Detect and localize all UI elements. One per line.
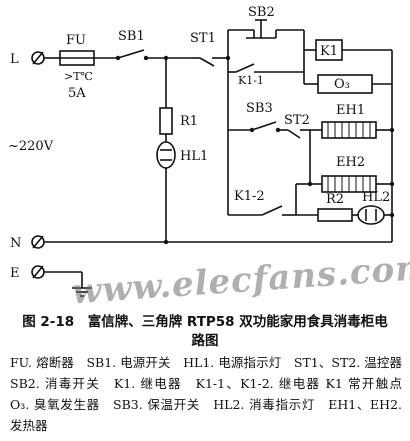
lamp-hl2 xyxy=(357,205,385,225)
resistor-r2 xyxy=(317,208,353,222)
terminal-l xyxy=(31,51,45,65)
contact-k1-2 xyxy=(261,205,296,216)
switch-sb1 xyxy=(115,49,149,61)
label-k1: K1 xyxy=(320,44,338,59)
label-fuse-current: 5A xyxy=(68,86,86,101)
label-voltage: ~220V xyxy=(8,139,54,154)
label-ozone: O₃ xyxy=(334,77,350,92)
label-sb2: SB2 xyxy=(248,5,275,20)
contact-k1-1 xyxy=(235,63,304,73)
thermostat-st1 xyxy=(190,57,224,67)
label-sb1: SB1 xyxy=(118,29,145,44)
label-st2: ST2 xyxy=(284,113,310,128)
heater-eh2 xyxy=(321,175,377,193)
label-n: N xyxy=(10,236,21,251)
label-fuse-rating: >T℃ xyxy=(64,70,93,83)
circuit-diagram: L N E ~220V FU >T℃ 5A SB1 R1 HL1 ST1 xyxy=(8,5,395,297)
label-hl2: HL2 xyxy=(362,190,390,205)
label-r1: R1 xyxy=(180,114,198,129)
label-e: E xyxy=(10,266,20,281)
ground-symbol xyxy=(72,287,92,297)
label-k1-2: K1-2 xyxy=(234,189,265,204)
lamp-hl1 xyxy=(156,141,176,169)
label-fuse: FU xyxy=(66,33,86,48)
switch-sb3 xyxy=(249,121,281,133)
label-eh1: EH1 xyxy=(336,103,365,118)
switch-sb2 xyxy=(246,19,277,39)
caption: 图 2-18 富信牌、三角牌 RTP58 双功能家用食具消毒柜电路图 xyxy=(0,313,410,351)
thermostat-st2 xyxy=(287,129,310,139)
label-l: L xyxy=(10,52,19,67)
label-r2: R2 xyxy=(326,192,344,207)
label-st1: ST1 xyxy=(190,31,216,46)
legend-text: FU. 熔断器 SB1. 电源开关 HL1. 电源指示灯 ST1、ST2. 温控… xyxy=(10,355,410,433)
terminal-e xyxy=(31,265,45,279)
label-eh2: EH2 xyxy=(336,155,365,170)
label-k1-1: K1-1 xyxy=(238,74,264,87)
heater-eh1 xyxy=(321,121,377,139)
figure-title: 图 2-18 富信牌、三角牌 RTP58 双功能家用食具消毒柜电路图 xyxy=(22,314,388,349)
label-sb3: SB3 xyxy=(246,101,273,116)
label-hl1: HL1 xyxy=(180,149,208,164)
resistor-r1 xyxy=(159,107,173,135)
terminal-n xyxy=(31,235,45,249)
